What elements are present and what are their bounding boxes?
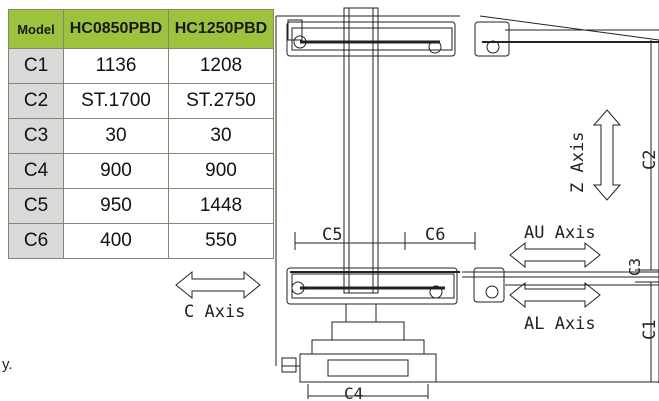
- dimension-c5-c6: [294, 232, 476, 250]
- al-axis-arrow-icon: [509, 281, 601, 309]
- label-c-axis: C Axis: [184, 302, 245, 322]
- fragment-text: y.: [2, 356, 13, 373]
- table-row: C4 900 900: [8, 153, 274, 189]
- label-au-axis: AU Axis: [524, 223, 596, 243]
- cell-value: 1448: [168, 188, 274, 224]
- robot-base: [281, 303, 659, 383]
- table-row: C1 1136 1208: [8, 48, 274, 84]
- label-al-axis: AL Axis: [524, 314, 596, 334]
- label-c6: C6: [425, 225, 445, 245]
- au-axis-arrow-icon: [509, 241, 601, 269]
- z-axis-arrow-icon: [592, 109, 622, 201]
- lower-arm-assembly: [286, 267, 659, 305]
- row-label: C4: [8, 153, 64, 189]
- label-z-axis: Z Axis: [568, 132, 588, 193]
- label-c1: C1: [640, 320, 659, 340]
- dimension-c4: [307, 384, 429, 399]
- cell-value: 1136: [63, 48, 169, 84]
- label-c4: C4: [344, 384, 363, 401]
- row-label: C3: [8, 118, 64, 154]
- vertical-column: [343, 7, 379, 294]
- table-header-row: Model HC0850PBD HC1250PBD: [8, 9, 274, 49]
- label-c5: C5: [322, 225, 342, 245]
- label-c2: C2: [640, 150, 659, 170]
- label-c3: C3: [626, 258, 644, 276]
- cell-value: ST.2750: [168, 83, 274, 119]
- table-row: C6 400 550: [8, 223, 274, 259]
- c-axis-arrow-icon: [175, 270, 261, 300]
- upper-arm-assembly: [286, 19, 659, 57]
- header-model: Model: [8, 9, 64, 49]
- cell-value: 400: [63, 223, 169, 259]
- table-row: C3 30 30: [8, 118, 274, 154]
- cell-value: 900: [63, 153, 169, 189]
- table-row: C2 ST.1700 ST.2750: [8, 83, 274, 119]
- cell-value: 1208: [168, 48, 274, 84]
- row-label: C2: [8, 83, 64, 119]
- cell-value: 900: [168, 153, 274, 189]
- spec-table: Model HC0850PBD HC1250PBD C1 1136 1208 C…: [8, 9, 274, 259]
- diagram-linework: [175, 7, 659, 399]
- dimension-right: [635, 40, 659, 382]
- cell-value: ST.1700: [63, 83, 169, 119]
- row-label: C6: [8, 223, 64, 259]
- cell-value: 550: [168, 223, 274, 259]
- cell-value: 30: [63, 118, 169, 154]
